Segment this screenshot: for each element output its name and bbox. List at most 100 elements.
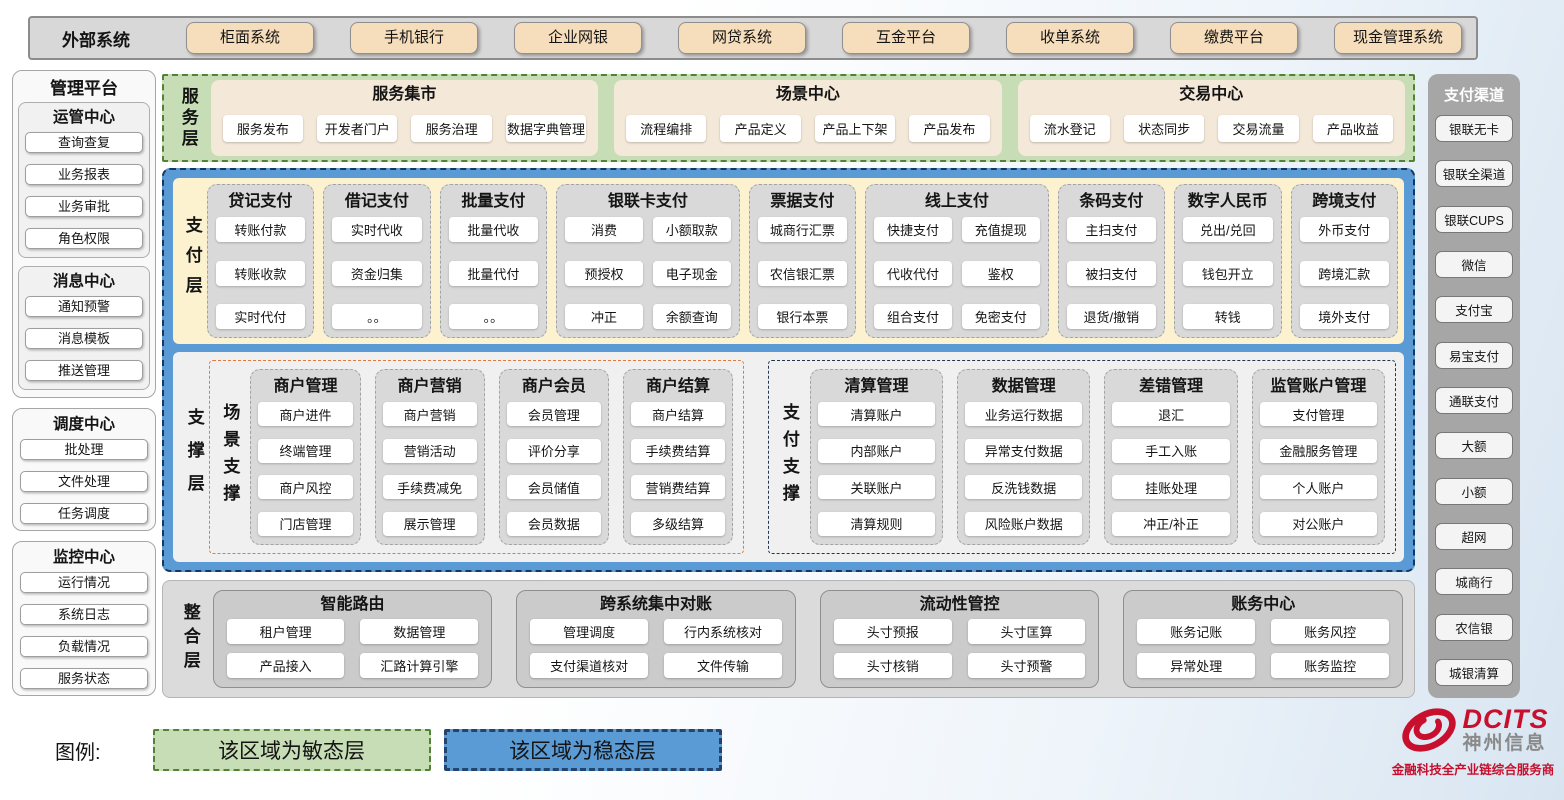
dcits-brand-name: DCITS bbox=[1462, 703, 1549, 734]
dcits-company-name: 神州信息 bbox=[1462, 732, 1547, 754]
channel-box: 支付宝 bbox=[1435, 296, 1513, 324]
payment-function-box: 组合支付 bbox=[874, 304, 952, 329]
support-function-box: 会员储值 bbox=[506, 475, 601, 500]
payment-function-box: 。。 bbox=[448, 304, 539, 329]
service-item-box: 数据字典管理 bbox=[505, 114, 587, 142]
support-function-box: 门店管理 bbox=[258, 511, 353, 536]
management-item-box: 业务审批 bbox=[25, 196, 143, 217]
payment-function-box: 转账收款 bbox=[215, 260, 306, 286]
support-section: 支付支撑 清算管理 清算账户内部账户关联账户清算规则 数据管理 bbox=[768, 360, 1396, 554]
management-item-box: 推送管理 bbox=[25, 360, 143, 381]
integration-panel-title: 跨系统集中对账 bbox=[600, 596, 713, 613]
service-item-box: 服务治理 bbox=[411, 114, 492, 142]
management-platform-title: 管理平台 bbox=[50, 79, 118, 98]
dcits-branding: DCITS 神州信息 金融科技全产业链综合服务商 bbox=[1388, 704, 1558, 778]
payment-category: 数字人民币 兑出/兑回钱包开立转钱 bbox=[1174, 184, 1282, 338]
channel-box: 城银清算 bbox=[1435, 658, 1513, 686]
support-category-items: 会员管理评价分享会员储值会员数据 bbox=[506, 402, 601, 536]
payment-category-title: 数字人民币 bbox=[1187, 193, 1268, 210]
payment-category: 线上支付 快捷支付充值提现代收代付鉴权组合支付免密支付 bbox=[865, 184, 1049, 338]
management-primary-groups: 运管中心 查询查复业务报表业务审批角色权限 消息中心 通知预警消息模板推送管理 bbox=[18, 102, 150, 390]
support-category-title: 商户营销 bbox=[397, 378, 462, 395]
payment-layer-label: 支付层 bbox=[182, 216, 202, 306]
support-function-box: 业务运行数据 bbox=[965, 402, 1083, 426]
management-item-box: 负载情况 bbox=[20, 636, 148, 657]
support-function-box: 营销费结算 bbox=[630, 475, 726, 500]
support-category: 数据管理 业务运行数据异常支付数据反洗钱数据风险账户数据 bbox=[957, 369, 1091, 545]
management-item-box: 运行情况 bbox=[20, 572, 148, 593]
integration-function-box: 支付渠道核对 bbox=[530, 653, 649, 678]
payment-function-box: 钱包开立 bbox=[1183, 260, 1273, 286]
legend-stable-box: 该区域为稳态层 bbox=[443, 729, 722, 771]
support-function-box: 清算账户 bbox=[817, 402, 936, 426]
support-category: 监管账户管理 支付管理金融服务管理个人账户对公账户 bbox=[1251, 369, 1386, 545]
management-group-items: 通知预警消息模板推送管理 bbox=[23, 293, 145, 382]
management-group: 监控中心 运行情况系统日志负载情况服务状态 bbox=[12, 541, 156, 696]
integration-panel-title: 流动性管控 bbox=[919, 596, 1000, 613]
integration-panel-title: 账务中心 bbox=[1231, 596, 1296, 613]
integration-function-box: 头寸预报 bbox=[833, 619, 952, 644]
service-item-box: 交易流量 bbox=[1218, 114, 1299, 142]
support-category-items: 业务运行数据异常支付数据反洗钱数据风险账户数据 bbox=[965, 402, 1083, 536]
payment-channels-title: 支付渠道 bbox=[1443, 87, 1504, 104]
management-group-items: 运行情况系统日志负载情况服务状态 bbox=[18, 569, 150, 690]
integration-panel-items: 管理调度行内系统核对支付渠道核对文件传输 bbox=[530, 619, 782, 678]
management-secondary-groups: 调度中心 批处理文件处理任务调度 监控中心 运行情况系统日志负载情况服务状态 bbox=[12, 408, 156, 696]
support-function-box: 展示管理 bbox=[382, 511, 477, 536]
service-layer-panels: 服务集市 服务发布开发者门户服务治理数据字典管理 场景中心 流程编排产品定义产品… bbox=[210, 80, 1405, 156]
dcits-logo-icon bbox=[1401, 708, 1456, 752]
management-group-items: 查询查复业务报表业务审批角色权限 bbox=[23, 129, 145, 250]
integration-function-box: 异常处理 bbox=[1137, 653, 1256, 678]
support-function-box: 对公账户 bbox=[1259, 511, 1378, 536]
channel-box: 微信 bbox=[1435, 250, 1513, 278]
payment-function-box: 农信银汇票 bbox=[757, 260, 848, 286]
support-category-title: 差错管理 bbox=[1139, 378, 1204, 395]
management-group-title: 消息中心 bbox=[52, 273, 115, 290]
support-layer-sections: 场景支撑 商户管理 商户进件终端管理商户风控门店管理 商户营销 bbox=[208, 360, 1396, 554]
integration-function-box: 行内系统核对 bbox=[664, 619, 782, 644]
service-item-box: 开发者门户 bbox=[317, 114, 398, 142]
channel-box: 超网 bbox=[1435, 522, 1513, 550]
support-function-box: 营销活动 bbox=[382, 438, 477, 463]
integration-function-box: 头寸核销 bbox=[833, 653, 952, 678]
external-system-box: 网贷系统 bbox=[678, 22, 806, 54]
payment-function-box: 鉴权 bbox=[961, 260, 1040, 286]
payment-category-title: 票据支付 bbox=[770, 193, 835, 210]
dcits-brand-text: DCITS 神州信息 bbox=[1462, 703, 1549, 755]
support-category-title: 监管账户管理 bbox=[1270, 378, 1367, 395]
service-panel-title: 服务集市 bbox=[372, 86, 437, 103]
integration-layer: 整合层 智能路由 租户管理数据管理产品接入汇路计算引擎 跨系统集中对账 管理调度… bbox=[162, 580, 1415, 698]
support-function-box: 手续费减免 bbox=[382, 475, 477, 500]
support-category-items: 清算账户内部账户关联账户清算规则 bbox=[817, 402, 936, 536]
support-function-box: 风险账户数据 bbox=[965, 511, 1083, 536]
support-category-title: 清算管理 bbox=[844, 378, 909, 395]
support-function-box: 反洗钱数据 bbox=[965, 475, 1083, 500]
management-item-box: 消息模板 bbox=[25, 328, 143, 349]
support-function-box: 多级结算 bbox=[630, 511, 726, 536]
support-layer: 支撑层 场景支撑 商户管理 商户进件终端管理商户风控门店管理 bbox=[173, 352, 1404, 562]
integration-panel: 跨系统集中对账 管理调度行内系统核对支付渠道核对文件传输 bbox=[516, 590, 796, 688]
support-function-box: 金融服务管理 bbox=[1259, 438, 1378, 463]
payment-category: 银联卡支付 消费小额取款预授权电子现金冲正余额查询 bbox=[556, 184, 740, 338]
support-function-box: 评价分享 bbox=[506, 438, 601, 463]
payment-layer: 支付层 贷记支付 转账付款转账收款实时代付 借记支付 实时代收资金归集。。 批 bbox=[173, 178, 1404, 344]
payment-category-title: 贷记支付 bbox=[228, 193, 293, 210]
support-category: 差错管理 退汇手工入账挂账处理冲正/补正 bbox=[1104, 369, 1238, 545]
support-category-title: 商户管理 bbox=[273, 378, 338, 395]
support-function-box: 个人账户 bbox=[1259, 475, 1378, 500]
support-section-columns: 清算管理 清算账户内部账户关联账户清算规则 数据管理 业务运行数据异常支付数据反… bbox=[809, 369, 1386, 545]
integration-function-box: 数据管理 bbox=[360, 619, 479, 644]
support-function-box: 终端管理 bbox=[258, 438, 353, 463]
integration-function-box: 产品接入 bbox=[226, 653, 345, 678]
management-group: 运管中心 查询查复业务报表业务审批角色权限 bbox=[18, 102, 150, 258]
support-function-box: 异常支付数据 bbox=[965, 438, 1083, 463]
management-group: 消息中心 通知预警消息模板推送管理 bbox=[18, 266, 150, 390]
support-category: 清算管理 清算账户内部账户关联账户清算规则 bbox=[809, 369, 944, 545]
payment-function-box: 跨境汇款 bbox=[1299, 260, 1389, 286]
management-group-title: 监控中心 bbox=[52, 549, 115, 566]
legend-agile-box: 该区域为敏态层 bbox=[152, 729, 431, 771]
support-category-items: 商户进件终端管理商户风控门店管理 bbox=[258, 402, 353, 536]
support-category-items: 退汇手工入账挂账处理冲正/补正 bbox=[1112, 402, 1230, 536]
management-item-box: 文件处理 bbox=[20, 471, 148, 492]
